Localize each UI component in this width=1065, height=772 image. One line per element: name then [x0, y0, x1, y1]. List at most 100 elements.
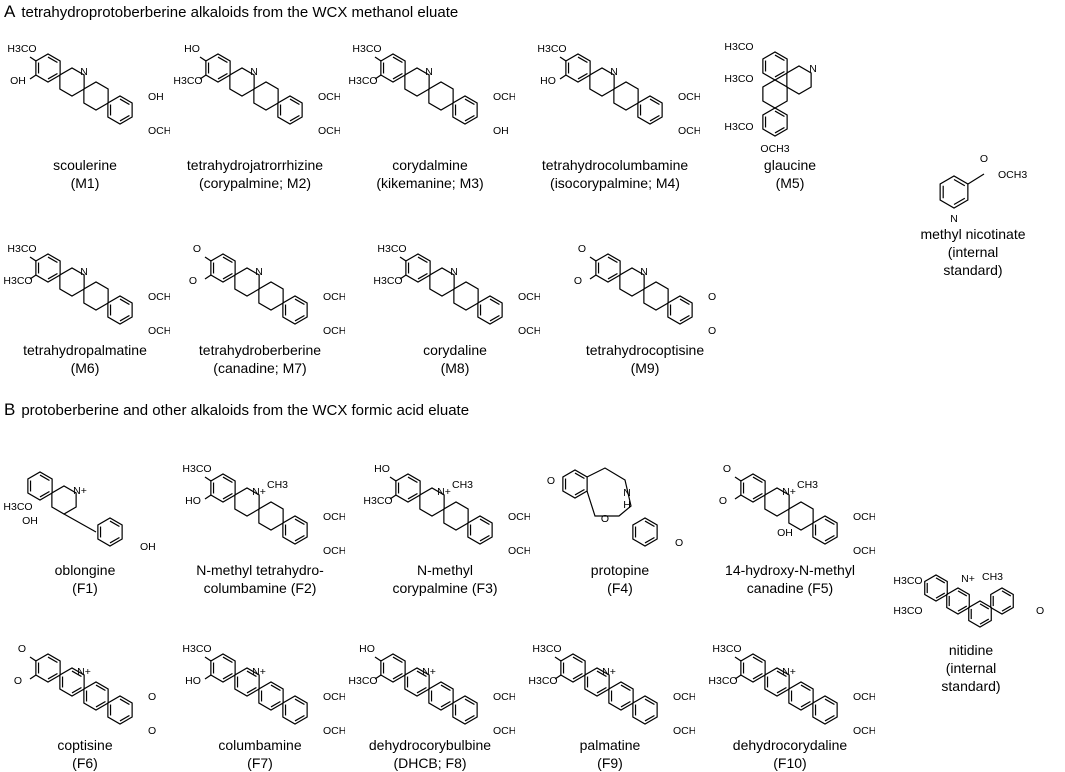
atom-label: OCH3	[998, 169, 1027, 181]
atom-label: HO	[359, 643, 375, 655]
atom-label: N	[80, 66, 88, 78]
double-bond	[39, 490, 50, 498]
double-bond	[489, 298, 500, 306]
atom-label: OH	[493, 125, 509, 137]
atom-label: N+	[961, 573, 975, 585]
ring-a	[740, 653, 766, 683]
ring-b	[429, 267, 455, 297]
double-bond	[109, 536, 120, 544]
bond	[734, 674, 742, 680]
ring-b	[404, 667, 430, 697]
atom-label: OH	[777, 527, 793, 539]
double-bond	[953, 179, 966, 187]
double-bond	[39, 474, 50, 482]
double-bond	[294, 714, 305, 722]
double-bond	[574, 472, 585, 480]
atom-label: H3CO	[377, 243, 406, 255]
bond	[589, 256, 597, 262]
ring-a	[565, 53, 591, 83]
atom-label: O	[547, 475, 555, 487]
ring-d	[452, 95, 478, 125]
double-bond	[774, 70, 785, 78]
ring-a	[210, 653, 236, 683]
compound-note: (internal	[947, 244, 999, 260]
compound-code: (corypalmine; M2)	[198, 175, 312, 191]
atom-label: N	[250, 66, 258, 78]
double-bond	[222, 492, 233, 500]
double-bond	[294, 698, 305, 706]
ring-c	[258, 281, 284, 311]
ring-d	[282, 695, 308, 725]
ring-a	[35, 653, 61, 683]
compound-code: (canadine; M7)	[213, 360, 307, 376]
compound-code: (F10)	[773, 755, 807, 771]
structure-f5: N+OOOCH3OCH3CH3OH	[719, 463, 875, 557]
bond	[29, 74, 37, 80]
ring-b	[234, 267, 260, 297]
double-bond	[800, 700, 811, 708]
compound-name: corydalmine	[392, 157, 468, 173]
compound-note: (internal	[945, 660, 997, 676]
atom-label: OCH3	[323, 325, 345, 337]
double-bond	[47, 56, 58, 64]
compound-m8: NH3COH3COOCH3OCH3 corydaline (M8)	[370, 226, 540, 377]
compound-code: (M1)	[70, 175, 100, 191]
ring-c	[428, 81, 454, 111]
compound-code: (M6)	[70, 360, 100, 376]
atom-label: OCH3	[318, 91, 340, 103]
double-bond	[270, 700, 281, 708]
bond	[559, 74, 567, 80]
ring-d	[990, 587, 1014, 615]
compound-f10: N+H3COH3COOCH3OCH3 dehydrocorydaline (F1…	[705, 626, 875, 772]
compound-code: (F7)	[247, 755, 273, 771]
ring-b	[51, 485, 77, 515]
atom-label: H3CO	[7, 43, 36, 55]
ring-b	[584, 667, 610, 697]
atom-label: CH3	[797, 479, 818, 491]
double-bond	[957, 590, 968, 597]
atom-label: HO	[185, 675, 201, 687]
ring-d	[107, 95, 133, 125]
double-bond	[752, 492, 763, 500]
double-bond	[464, 114, 475, 122]
double-bond	[1001, 605, 1012, 612]
double-bond	[824, 698, 835, 706]
compound-code: (M8)	[440, 360, 470, 376]
double-bond	[417, 272, 428, 280]
double-bond	[119, 98, 130, 106]
double-bond	[596, 670, 607, 678]
double-bond	[440, 700, 451, 708]
atom-label: H3CO	[348, 675, 377, 687]
bond	[29, 256, 37, 262]
atom-label: O	[578, 243, 586, 255]
atom-label: N	[950, 213, 958, 225]
double-bond	[222, 256, 233, 264]
structure-m8: NH3COH3COOCH3OCH3	[373, 243, 540, 337]
ring-c	[83, 681, 109, 711]
double-bond	[294, 518, 305, 526]
ring-b	[59, 67, 85, 97]
double-bond	[979, 618, 990, 625]
double-bond	[464, 98, 475, 106]
bond	[29, 674, 37, 680]
ring-a	[35, 53, 61, 83]
double-bond	[392, 72, 403, 80]
atom-label: O	[708, 325, 716, 337]
double-bond	[217, 56, 228, 64]
atom-label: OCH3	[853, 691, 875, 703]
atom-label: OCH3	[508, 511, 530, 523]
ring-a	[395, 473, 421, 503]
ring-c	[788, 501, 814, 531]
atom-label: H3CO	[708, 675, 737, 687]
atom-label: N+	[437, 486, 451, 498]
ring-b	[234, 667, 260, 697]
compound-name: N-methyl tetrahydro-	[196, 562, 324, 578]
compound-code: (M9)	[630, 360, 660, 376]
compound-code: (F4)	[607, 580, 633, 596]
section-a-letter: A	[4, 2, 16, 21]
ring-c	[762, 79, 788, 109]
atom-label: OCH3	[518, 291, 540, 303]
